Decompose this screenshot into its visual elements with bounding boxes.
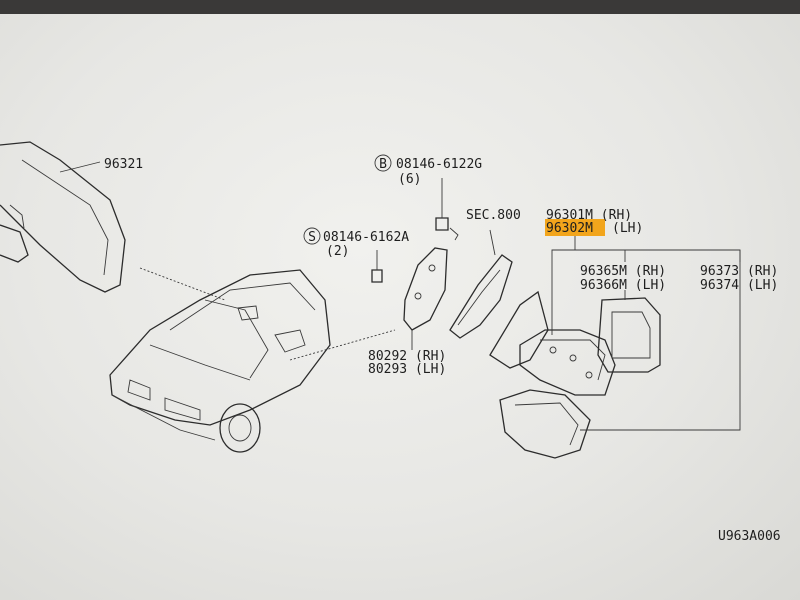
highlight-96302m <box>545 219 605 236</box>
label-96301m: 96301M (RH) <box>546 208 632 223</box>
screw-b <box>435 178 459 241</box>
door-mirror-housing <box>489 290 616 396</box>
label-bolt-s-code: 08146-6162A <box>323 230 409 245</box>
car-body <box>109 269 331 453</box>
label-96302m-side: (LH) <box>612 221 643 236</box>
label-96302m-number: 96302M <box>546 221 593 236</box>
label-bolt-s-qty: (2) <box>326 244 349 259</box>
bolt-s-symbol: S <box>303 227 321 245</box>
mirror-cover <box>499 389 591 459</box>
label-80293: 80293 (LH) <box>368 362 446 377</box>
label-96374: 96374 (LH) <box>700 278 778 293</box>
door-sash <box>449 229 513 339</box>
label-sec-800: SEC.800 <box>466 208 521 223</box>
bolt-b-letter: B <box>379 157 387 172</box>
label-96365m: 96365M (RH) <box>580 264 666 279</box>
leader-interior-mirror <box>139 267 226 301</box>
mirror-glass <box>597 297 661 373</box>
label-bolt-b-qty: (6) <box>398 172 421 187</box>
label-illustration-code: U963A006 <box>718 529 781 544</box>
leader-96321 <box>59 161 101 173</box>
mirror-base-bracket <box>403 247 448 350</box>
diagram-screen <box>0 14 800 600</box>
label-80292: 80292 (RH) <box>368 349 446 364</box>
screw-s <box>371 250 383 283</box>
bolt-s-letter: S <box>308 230 316 245</box>
bolt-b-symbol: B <box>374 154 392 172</box>
label-96366m: 96366M (LH) <box>580 278 666 293</box>
interior-mirror <box>0 141 126 293</box>
label-96321: 96321 <box>104 157 143 172</box>
assembly-brackets <box>551 235 741 431</box>
label-bolt-b-code: 08146-6122G <box>396 157 482 172</box>
label-96373: 96373 (RH) <box>700 264 778 279</box>
